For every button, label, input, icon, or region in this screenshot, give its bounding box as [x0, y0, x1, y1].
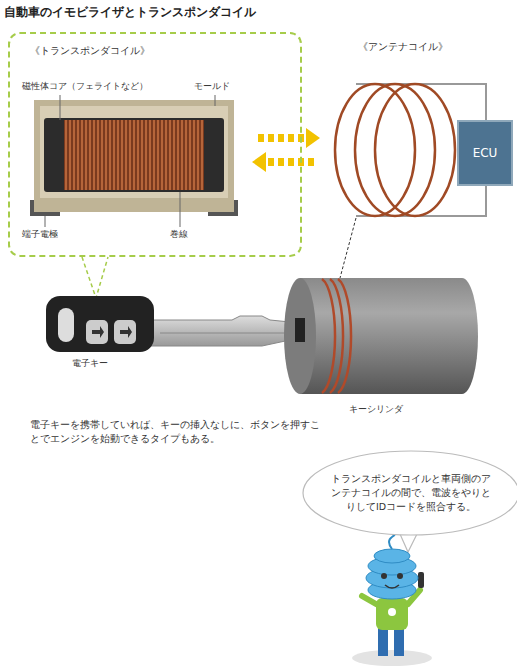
title: 自動車のイモビライザとトランスポンダコイル: [4, 4, 256, 21]
part-label: 巻線: [170, 228, 188, 241]
node-text: 《トランスポンダコイル》: [30, 44, 150, 58]
callout-panel: 《トランスポンダコイル》: [8, 32, 302, 257]
node-text: ECU: [473, 146, 498, 160]
part-label: 《アンテナコイル》: [358, 40, 448, 54]
part-label: 磁性体コア（フェライトなど）: [22, 80, 148, 93]
mascot: [352, 529, 432, 666]
transponder-coil: [30, 100, 238, 216]
key-cylinder: [284, 278, 478, 394]
leader-line: [45, 95, 215, 227]
part-label: モールド: [194, 80, 230, 93]
part-label: 端子電極: [22, 228, 58, 241]
callout-pointer: [82, 257, 108, 298]
speech-bubble: トランスポンダコイルと車両側のアンテナコイルの間で、電波をやりとりしてIDコード…: [300, 448, 517, 538]
ecu-box: ECU: [457, 120, 513, 186]
part-label: 電子キー: [72, 357, 108, 370]
antenna-coil: [335, 84, 455, 216]
electronic-key: [46, 296, 290, 352]
part-label: 電子キーを携帯していれば、キーの挿入なしに、ボタンを押すことでエンジンを始動でき…: [30, 418, 320, 447]
signal-arrow: [252, 128, 320, 172]
leader-line: [340, 218, 356, 278]
part-label: キーシリンダ: [349, 403, 403, 416]
node-text: トランスポンダコイルと車両側のアンテナコイルの間で、電波をやりとりしてIDコード…: [327, 472, 495, 513]
